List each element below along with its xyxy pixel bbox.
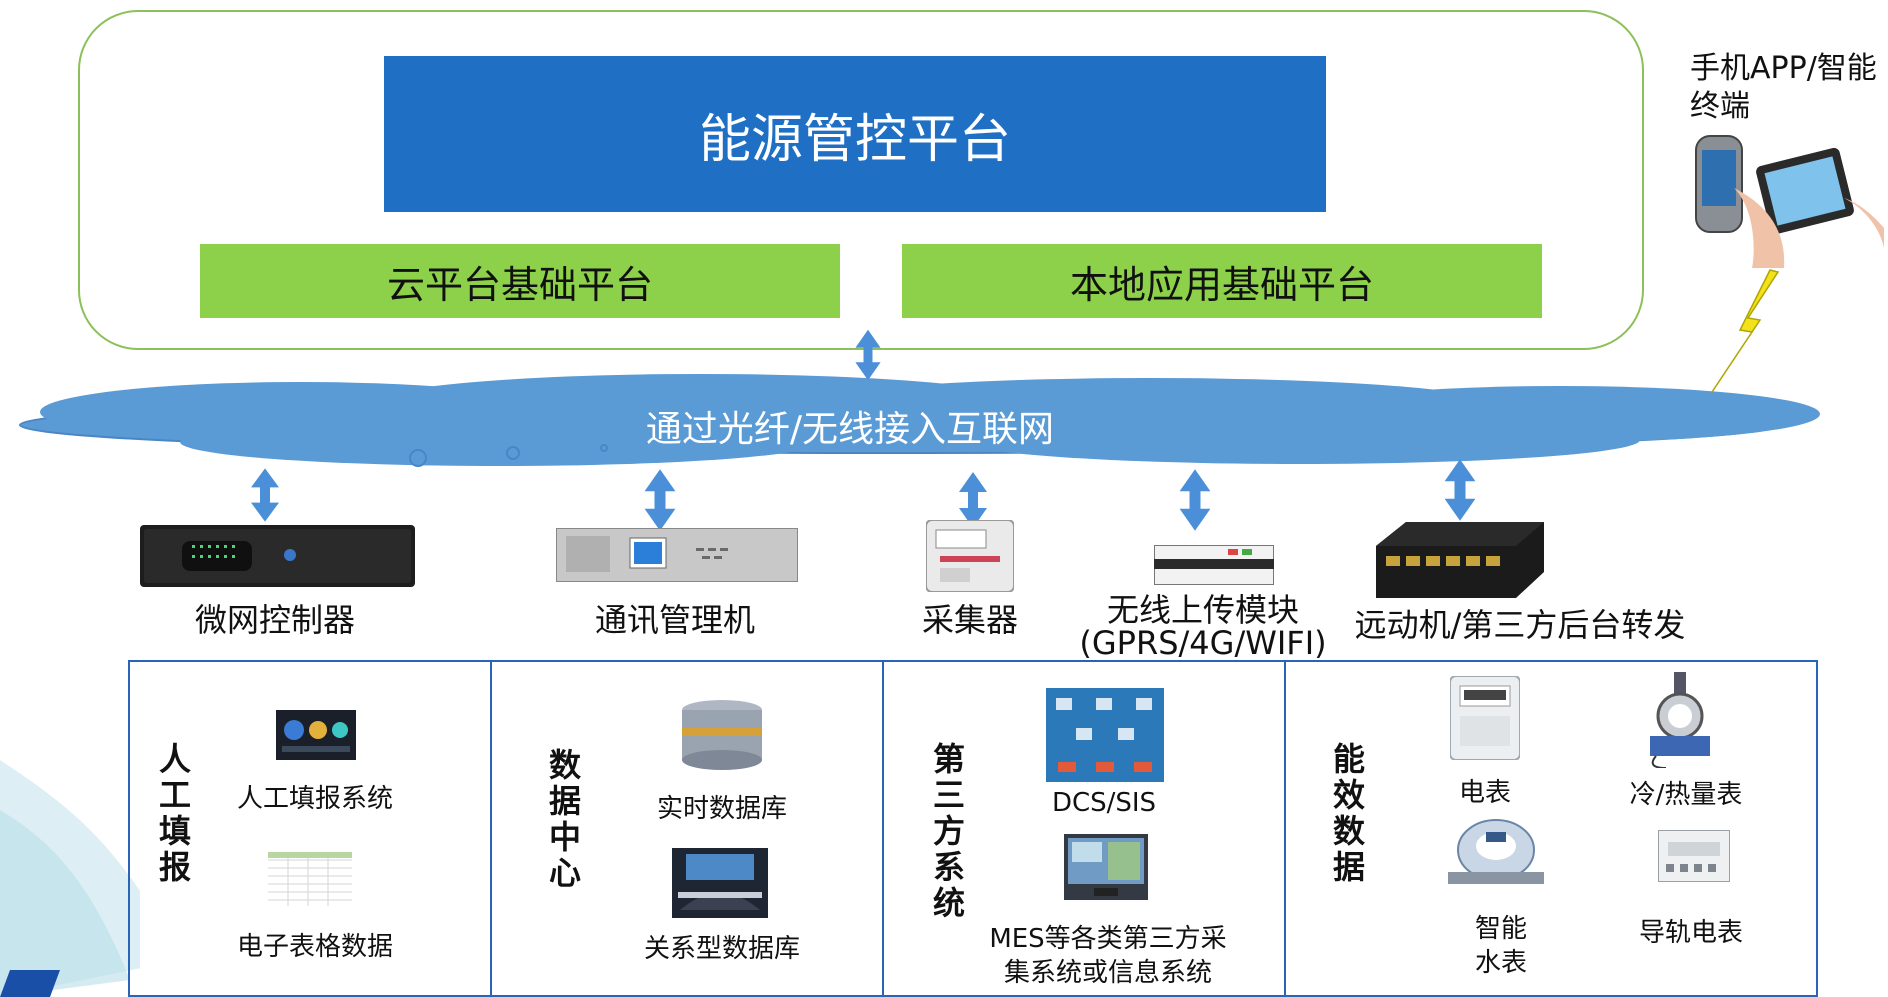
device-arrow-1 xyxy=(251,468,279,522)
electric-meter-label: 电表 xyxy=(1458,778,1511,808)
wireless-module-icon xyxy=(1154,545,1274,585)
data-center-cell: 数据中心 实时数据库 关系型数据库 xyxy=(492,662,884,995)
dashboard-thumbnail-icon xyxy=(276,710,356,760)
wireless-module-label: 无线上传模块 xyxy=(1106,591,1299,629)
realtime-database-icon xyxy=(682,700,762,770)
communication-manager-label: 通讯管理机 xyxy=(594,601,755,639)
local-base-platform-box: 本地应用基础平台 xyxy=(902,244,1542,318)
network-label-text: 通过光纤/无线接入互联网 xyxy=(645,409,1055,450)
heat-meter-icon xyxy=(1650,672,1710,768)
din-rail-meter-label: 导轨电表 xyxy=(1638,918,1743,948)
efficiency-data-title: 能效数据 xyxy=(1328,742,1366,886)
spreadsheet-data-label: 电子表格数据 xyxy=(236,932,393,962)
connection-arrows xyxy=(251,269,1780,531)
din-rail-meter-icon xyxy=(1658,830,1730,882)
heat-meter-label: 冷/热量表 xyxy=(1629,780,1743,810)
cloud-base-platform-box: 云平台基础平台 xyxy=(200,244,840,318)
relational-database-icon xyxy=(672,848,768,918)
manual-entry-title-bg xyxy=(140,742,200,982)
third-party-cell: 第三方系统 DCS/SIS MES等各类第三方采 集系统或信息系统 xyxy=(884,662,1286,995)
mes-system-thumbnail-icon xyxy=(1064,834,1148,900)
dcs-sis-label: DCS/SIS xyxy=(1051,788,1157,818)
smart-water-meter-label-line1: 智能 xyxy=(1474,914,1527,944)
mes-system-label-line2: 集系统或信息系统 xyxy=(1003,958,1212,988)
rtu-forwarder-icon xyxy=(1376,522,1544,598)
electric-meter-icon xyxy=(1450,676,1520,760)
third-party-title: 第三方系统 xyxy=(928,742,966,922)
device-arrow-4 xyxy=(1179,469,1211,531)
microgrid-controller-label: 微网控制器 xyxy=(194,601,355,639)
internet-cloud-shape xyxy=(19,374,1820,467)
realtime-database-label: 实时数据库 xyxy=(656,794,787,824)
data-center-title: 数据中心 xyxy=(544,748,582,892)
cloud-base-label: 云平台基础平台 xyxy=(386,262,653,307)
device-arrow-2 xyxy=(644,469,676,531)
smart-water-meter-label-line2: 水表 xyxy=(1474,948,1527,978)
mes-system-label-line1: MES等各类第三方采 xyxy=(989,924,1227,954)
dcs-sis-thumbnail-icon xyxy=(1046,688,1164,782)
wireless-lightning-icon xyxy=(1711,269,1780,393)
efficiency-data-cell: 能效数据 电表 冷/热量表 智能 水表 导轨电表 xyxy=(1286,662,1816,995)
data-center-title-bg xyxy=(528,742,588,982)
spreadsheet-thumbnail-icon xyxy=(268,852,352,906)
wireless-module-sublabel: (GPRS/4G/WIFI) xyxy=(1079,624,1327,662)
manual-entry-title: 人工填报 xyxy=(154,742,192,886)
smart-water-meter-icon xyxy=(1448,819,1544,884)
energy-platform-title: 能源管控平台 xyxy=(698,109,1011,170)
rtu-forwarder-label: 远动机/第三方后台转发 xyxy=(1354,606,1686,644)
local-base-label: 本地应用基础平台 xyxy=(1069,262,1374,307)
microgrid-controller-icon xyxy=(140,525,415,587)
background-swirl-decoration xyxy=(0,760,180,997)
platform-network-arrow xyxy=(855,329,881,381)
data-sources-table: 人工填报 人工填报系统 电子表格数据 数据中心 实时数据库 xyxy=(128,660,1818,997)
device-arrow-5 xyxy=(1444,459,1476,521)
collector-label: 采集器 xyxy=(921,601,1018,639)
mobile-devices-icon xyxy=(1695,135,1884,268)
mobile-app-label: 手机APP/智能终端 xyxy=(1690,51,1877,124)
manual-entry-cell: 人工填报 人工填报系统 电子表格数据 xyxy=(130,662,492,995)
collector-icon xyxy=(926,520,1014,592)
energy-management-platform-box: 能源管控平台 xyxy=(384,56,1326,212)
communication-manager-icon xyxy=(556,528,798,582)
network-access-label: 通过光纤/无线接入互联网 xyxy=(620,398,1080,454)
manual-system-label: 人工填报系统 xyxy=(236,784,393,814)
relational-database-label: 关系型数据库 xyxy=(643,934,800,964)
